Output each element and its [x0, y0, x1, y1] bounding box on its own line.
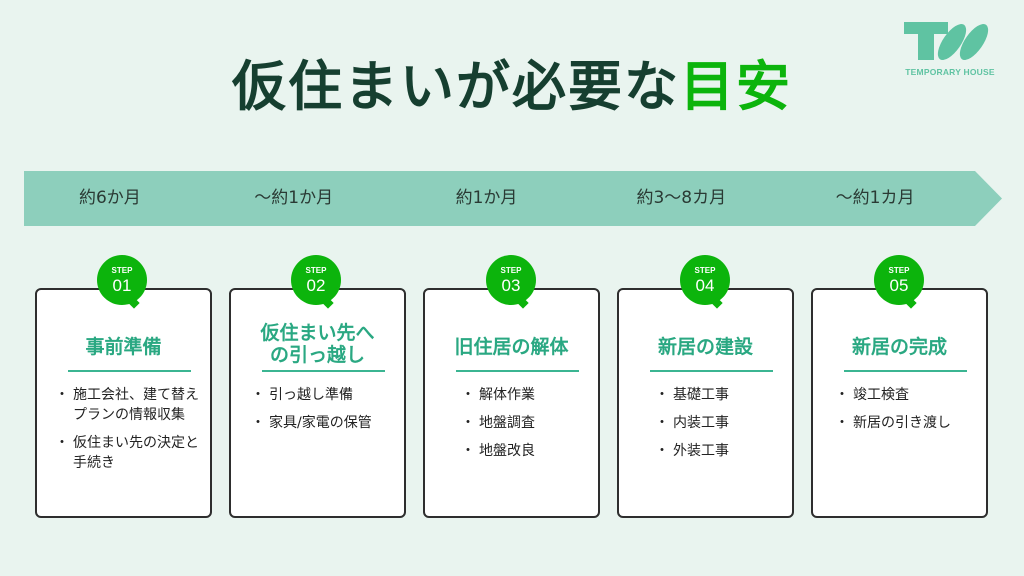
logo-text: TEMPORARY HOUSE [905, 67, 995, 77]
list-item: 施工会社、建て替えプランの情報収集 [55, 385, 207, 425]
step-card-3: 旧住居の解体 解体作業 地盤調査 地盤改良 [423, 288, 600, 518]
page-title-main: 仮住まいが必要な [232, 55, 680, 118]
list-item: 基礎工事 [655, 385, 777, 405]
step-card-1: 事前準備 施工会社、建て替えプランの情報収集 仮住まい先の決定と手続き [35, 288, 212, 518]
step-card-title: 仮住まい先への引っ越し [260, 322, 375, 366]
temporary-house-logo: TEMPORARY HOUSE [904, 20, 995, 82]
step-badge-word: STEP [888, 266, 910, 275]
list-item: 外装工事 [655, 441, 777, 461]
step-item-list: 解体作業 地盤調査 地盤改良 [461, 385, 583, 469]
step-item-list: 引っ越し準備 家具/家電の保管 [251, 385, 403, 441]
step-badge-word: STEP [305, 266, 327, 275]
divider [844, 370, 967, 372]
list-item: 仮住まい先の決定と手続き [55, 433, 207, 473]
arrow-shape-icon [24, 171, 1002, 226]
divider [68, 370, 191, 372]
divider [650, 370, 773, 372]
list-item: 竣工検査 [835, 385, 987, 405]
step-badge-5: STEP 05 [874, 255, 924, 305]
step-badge-number: 05 [889, 276, 909, 295]
step-badge-1: STEP 01 [97, 255, 147, 305]
step-badge-2: STEP 02 [291, 255, 341, 305]
divider [456, 370, 579, 372]
step-badge-number: 03 [501, 276, 521, 295]
step-badge-word: STEP [500, 266, 522, 275]
step-item-list: 施工会社、建て替えプランの情報収集 仮住まい先の決定と手続き [55, 385, 207, 481]
step-card-4: 新居の建設 基礎工事 内装工事 外装工事 [617, 288, 794, 518]
list-item: 内装工事 [655, 413, 777, 433]
timeline-duration-2: 〜約1か月 [254, 188, 334, 208]
step-card-title: 旧住居の解体 [454, 336, 569, 358]
list-item: 新居の引き渡し [835, 413, 987, 433]
step-card-title: 新居の建設 [657, 336, 753, 358]
divider [262, 370, 385, 372]
list-item: 解体作業 [461, 385, 583, 405]
step-card-2: 仮住まい先への引っ越し 引っ越し準備 家具/家電の保管 [229, 288, 406, 518]
step-card-5: 新居の完成 竣工検査 新居の引き渡し [811, 288, 988, 518]
timeline-duration-5: 〜約1カ月 [835, 188, 915, 208]
step-item-list: 基礎工事 内装工事 外装工事 [655, 385, 777, 469]
step-badge-word: STEP [694, 266, 716, 275]
step-badge-number: 04 [695, 276, 715, 295]
list-item: 引っ越し準備 [251, 385, 403, 405]
step-badge-4: STEP 04 [680, 255, 730, 305]
step-badge-number: 02 [306, 276, 326, 295]
step-card-title: 新居の完成 [851, 336, 947, 358]
page-title: 仮住まいが必要な目安 [0, 52, 1024, 122]
step-card-title: 事前準備 [85, 336, 162, 358]
step-item-list: 竣工検査 新居の引き渡し [835, 385, 987, 441]
step-badge-3: STEP 03 [486, 255, 536, 305]
page-title-accent: 目安 [680, 55, 792, 118]
timeline-arrow: 約6か月 〜約1か月 約1か月 約3〜8カ月 〜約1カ月 [24, 171, 1002, 226]
tw-logo-icon [904, 22, 989, 60]
list-item: 地盤調査 [461, 413, 583, 433]
list-item: 地盤改良 [461, 441, 583, 461]
timeline-duration-1: 約6か月 [78, 188, 141, 208]
timeline-duration-3: 約1か月 [455, 188, 518, 208]
step-badge-word: STEP [111, 266, 133, 275]
timeline-duration-4: 約3〜8カ月 [636, 188, 727, 208]
step-badge-number: 01 [112, 276, 132, 295]
list-item: 家具/家電の保管 [251, 413, 403, 433]
